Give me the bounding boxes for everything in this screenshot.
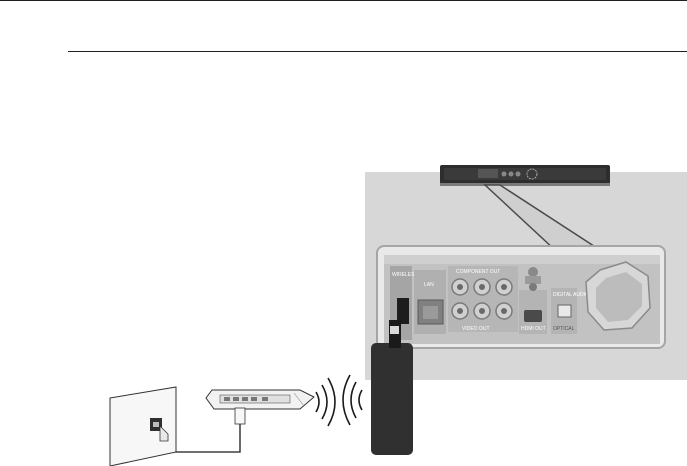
hdmi-out-label: HDMI OUT: [521, 326, 546, 332]
rear-panel: WIRELESS LAN LAN COMPONENT OUT VIDEO OUT: [377, 246, 665, 348]
component-video-area: [448, 266, 518, 332]
wireless-signal-icon: [343, 375, 362, 425]
router-cable-plug: [235, 408, 245, 424]
lan-label: LAN: [424, 282, 434, 288]
optical-label: OPTICAL: [553, 326, 575, 332]
optical-port: [558, 305, 571, 317]
component-out-label: COMPONENT OUT: [456, 269, 500, 275]
wireless-router-icon: [206, 390, 314, 409]
hdmi-port: [524, 310, 542, 322]
video-out-label: VIDEO OUT: [462, 326, 490, 332]
blu-ray-player-icon: [440, 165, 610, 186]
router-signal-icon: [316, 378, 335, 426]
wall-outlet-icon: [110, 387, 176, 466]
